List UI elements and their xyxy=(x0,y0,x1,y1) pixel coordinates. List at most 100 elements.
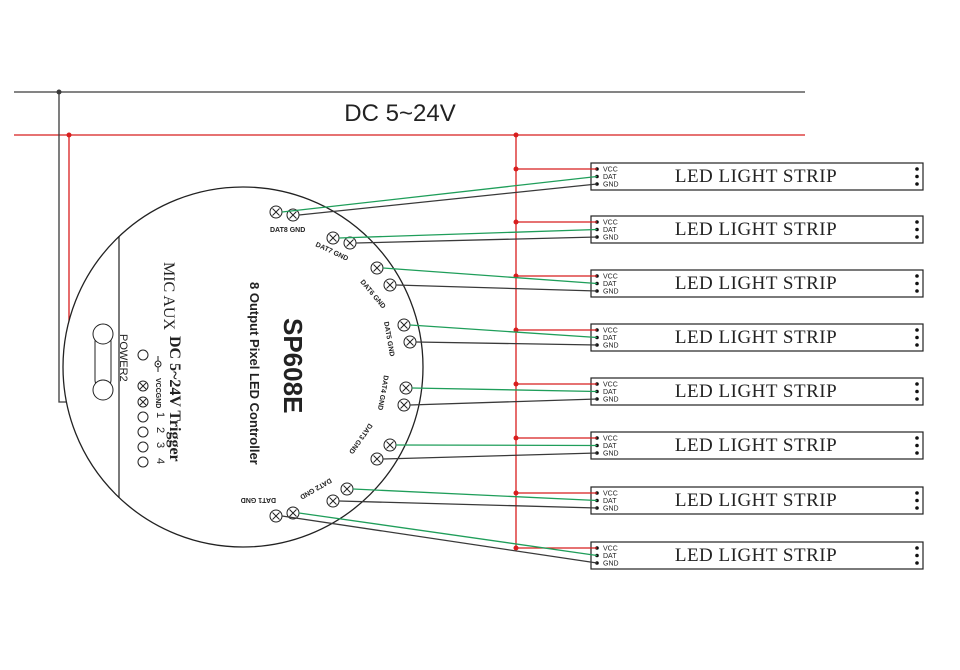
strip-label: LED LIGHT STRIP xyxy=(675,381,837,402)
controller-subtitle: 8 Output Pixel LED Controller xyxy=(247,282,262,465)
gnd-wire xyxy=(409,398,598,406)
gnd-screw-icon xyxy=(403,335,417,349)
strip-end-dot xyxy=(915,436,919,440)
dat-screw-icon xyxy=(399,381,413,395)
strip-pin-label: VCC xyxy=(603,382,618,389)
strip-label: LED LIGHT STRIP xyxy=(675,327,837,348)
strip-pin-label: GND xyxy=(603,235,619,242)
gnd-wire xyxy=(382,452,598,460)
strip-label: LED LIGHT STRIP xyxy=(675,490,837,511)
mounting-slot-hole-bottom xyxy=(92,379,114,401)
strip-pin-label: GND xyxy=(603,506,619,513)
dat-wire xyxy=(395,444,598,447)
strip-pin-label: GND xyxy=(603,182,619,189)
gnd-screw-icon xyxy=(343,236,357,250)
vcc-gnd-label: VCCGND xyxy=(154,378,161,408)
input-terminal-vcc xyxy=(137,380,149,392)
strip-outline xyxy=(590,541,924,570)
gnd-wire xyxy=(281,515,598,564)
strip-outline xyxy=(590,377,924,406)
output-terminal-1: DAT1 GND xyxy=(241,496,300,523)
strip-pin-label: VCC xyxy=(603,436,618,443)
dat-wire xyxy=(409,324,598,339)
controller: SP608E 8 Output Pixel LED Controller MIC… xyxy=(62,186,424,548)
strip-end-dot xyxy=(915,491,919,495)
strip-label: LED LIGHT STRIP xyxy=(675,219,837,240)
strip-end-dot xyxy=(915,174,919,179)
strip-pin-label: DAT xyxy=(603,498,617,505)
gnd-screw-icon xyxy=(397,398,411,412)
trigger-terminal-4 xyxy=(137,456,149,468)
strip-pin-label: VCC xyxy=(603,274,618,281)
strip-pin-label: DAT xyxy=(603,227,617,234)
strip-outline xyxy=(590,269,924,298)
strip-pin-label: VCC xyxy=(603,167,618,174)
strip-outline xyxy=(590,486,924,515)
dat-wire xyxy=(281,175,598,213)
dat-wire xyxy=(352,488,598,502)
strip-label: LED LIGHT STRIP xyxy=(675,435,837,456)
gnd-screw-icon xyxy=(269,509,283,523)
strip-pin-label: DAT xyxy=(603,281,617,288)
gnd-wire xyxy=(355,236,598,244)
trigger-terminal-1 xyxy=(137,411,149,423)
gnd-screw-icon xyxy=(383,278,397,292)
input-terminal-gnd xyxy=(137,396,149,408)
strip-end-dot xyxy=(915,343,919,347)
strip-end-dot xyxy=(915,274,919,278)
strip-pin-label: GND xyxy=(603,397,619,404)
strip-feed-junction xyxy=(513,132,519,138)
strip-pin-label: VCC xyxy=(603,220,618,227)
strip-pin-label: DAT xyxy=(603,174,617,181)
strip-pin-label: GND xyxy=(603,451,619,458)
mic-aux-label: MIC AUX xyxy=(160,262,177,330)
strip-end-dot xyxy=(915,289,919,293)
strip-end-dot xyxy=(915,182,919,186)
strip-end-dot xyxy=(915,281,919,286)
strip-pin-label: DAT xyxy=(603,553,617,560)
strip-pin-label: DAT xyxy=(603,389,617,396)
dat-wire xyxy=(298,512,598,557)
trigger-number-3: 3 xyxy=(154,442,166,448)
strip-end-dot xyxy=(915,546,919,550)
power-label: POWER2 xyxy=(117,334,129,382)
output-label: DAT8 GND xyxy=(270,227,305,234)
strip-end-dot xyxy=(915,335,919,340)
strip-outline xyxy=(590,323,924,352)
polarity-symbol xyxy=(154,356,162,372)
dat-screw-icon xyxy=(269,205,283,219)
strip-end-dot xyxy=(915,389,919,394)
strip-pin-label: VCC xyxy=(603,328,618,335)
trigger-terminal-2 xyxy=(137,426,149,438)
strip-outline xyxy=(590,215,924,244)
strip-end-dot xyxy=(915,506,919,510)
gnd-wire xyxy=(395,284,598,292)
strip-end-dot xyxy=(915,553,919,558)
strip-end-dot xyxy=(915,220,919,224)
gnd-screw-icon xyxy=(326,494,340,508)
trigger-number-1: 1 xyxy=(154,412,166,418)
strip-end-dot xyxy=(915,397,919,401)
trigger-number-2: 2 xyxy=(154,427,166,433)
strip-label: LED LIGHT STRIP xyxy=(675,166,837,187)
dat-wire xyxy=(382,267,598,285)
strip-end-dot xyxy=(915,382,919,386)
strip-pin-label: VCC xyxy=(603,546,618,553)
strip-pin-label: GND xyxy=(603,561,619,568)
strip-end-dot xyxy=(915,235,919,239)
gnd-wire xyxy=(298,183,598,216)
strip-pin-label: DAT xyxy=(603,443,617,450)
dat-wire xyxy=(338,228,598,239)
strip-end-dot xyxy=(915,167,919,171)
strip-pin-label: GND xyxy=(603,289,619,296)
strip-label: LED LIGHT STRIP xyxy=(675,545,837,566)
gnd-wire xyxy=(338,500,598,509)
